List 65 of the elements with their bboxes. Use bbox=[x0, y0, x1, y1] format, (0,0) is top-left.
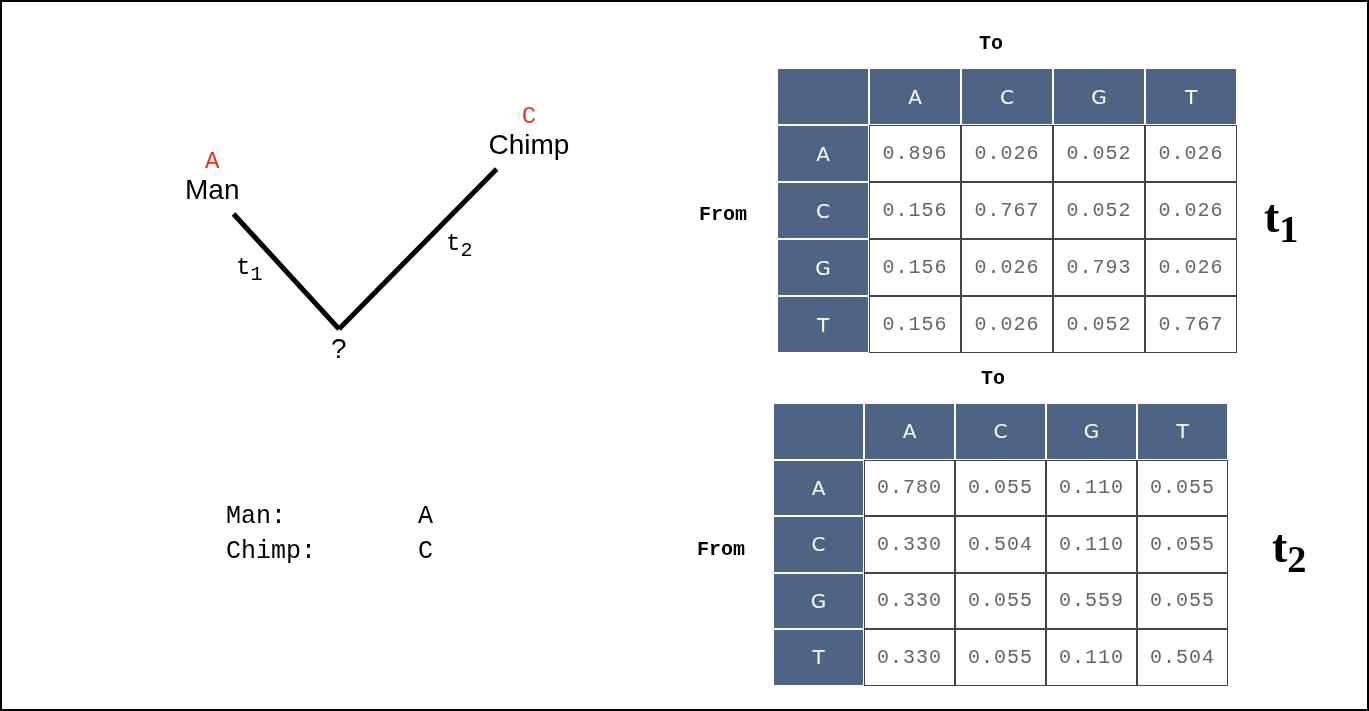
table-cell: 0.026 bbox=[961, 296, 1053, 353]
header-cell: A bbox=[773, 459, 864, 516]
table-cell: 0.330 bbox=[864, 629, 955, 686]
table-cell: 0.767 bbox=[1145, 296, 1237, 353]
table-cell: 0.504 bbox=[955, 516, 1046, 573]
header-cell: C bbox=[955, 403, 1046, 460]
table-cell: 0.156 bbox=[869, 182, 961, 239]
node-label: Chimp bbox=[488, 129, 570, 161]
header-cell: T bbox=[1145, 68, 1237, 125]
table-cell: 0.330 bbox=[864, 516, 955, 573]
species-label: Man: bbox=[226, 502, 286, 531]
table-cell: 0.055 bbox=[955, 459, 1046, 516]
header-cell: T bbox=[773, 629, 864, 686]
table-cell: 0.052 bbox=[1053, 182, 1145, 239]
time-label: t$_{2}$ bbox=[1272, 520, 1307, 582]
axis-label: From bbox=[699, 203, 747, 226]
table-cell: 0.780 bbox=[864, 459, 955, 516]
axis-label: From bbox=[697, 538, 745, 561]
header-cell: C bbox=[777, 182, 869, 239]
table-cell: 0.110 bbox=[1046, 629, 1137, 686]
table-cell: 0.026 bbox=[1145, 125, 1237, 182]
table-cell: 0.026 bbox=[961, 239, 1053, 296]
node-label: ? bbox=[331, 332, 347, 366]
header-cell: T bbox=[777, 296, 869, 353]
table-cell: 0.504 bbox=[1137, 629, 1228, 686]
table-cell: 0.156 bbox=[869, 296, 961, 353]
node-label: Man bbox=[185, 174, 240, 206]
header-cell: C bbox=[773, 516, 864, 573]
header-cell: G bbox=[1046, 403, 1137, 460]
header-cell: A bbox=[869, 68, 961, 125]
header-cell: G bbox=[1053, 68, 1145, 125]
table-cell: 0.110 bbox=[1046, 459, 1137, 516]
table-cell: 0.055 bbox=[955, 629, 1046, 686]
table-cell: 0.896 bbox=[869, 125, 961, 182]
axis-label: To bbox=[981, 367, 1005, 390]
table-cell: 0.055 bbox=[1137, 516, 1228, 573]
table-cell: 0.052 bbox=[1053, 125, 1145, 182]
axis-label: To bbox=[979, 32, 1003, 55]
table-cell: 0.026 bbox=[1145, 239, 1237, 296]
table-cell: 0.026 bbox=[1145, 182, 1237, 239]
table-cell: 0.055 bbox=[955, 572, 1046, 629]
header-cell: A bbox=[777, 125, 869, 182]
tree-branch bbox=[337, 167, 499, 331]
header-cell: G bbox=[777, 239, 869, 296]
base-label: A bbox=[418, 502, 433, 531]
table-cell: 0.055 bbox=[1137, 459, 1228, 516]
species-label: Chimp: bbox=[226, 537, 316, 566]
table-cell: 0.330 bbox=[864, 572, 955, 629]
tree-branch bbox=[231, 212, 341, 331]
base-label: C bbox=[418, 537, 433, 566]
table-cell: 0.156 bbox=[869, 239, 961, 296]
table-cell: 0.055 bbox=[1137, 572, 1228, 629]
table-cell: 0.793 bbox=[1053, 239, 1145, 296]
header-cell: A bbox=[864, 403, 955, 460]
header-cell: C bbox=[961, 68, 1053, 125]
header-cell: T bbox=[1137, 403, 1228, 460]
table-cell: 0.767 bbox=[961, 182, 1053, 239]
table-cell: 0.052 bbox=[1053, 296, 1145, 353]
base-label: C bbox=[520, 105, 538, 129]
header-cell: G bbox=[773, 572, 864, 629]
table-cell: 0.026 bbox=[961, 125, 1053, 182]
table-cell: 0.559 bbox=[1046, 572, 1137, 629]
table-cell: 0.110 bbox=[1046, 516, 1137, 573]
base-label: A bbox=[204, 150, 221, 174]
time-label: t$_{1}$ bbox=[1264, 190, 1299, 252]
